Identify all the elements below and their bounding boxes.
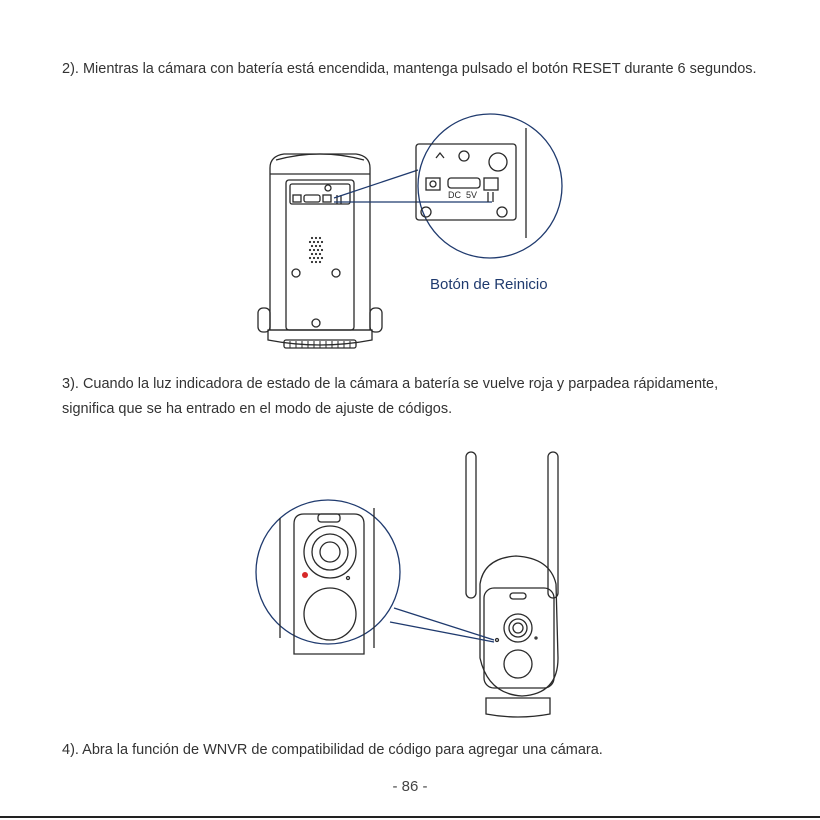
left-antenna [465, 451, 477, 599]
voltage-label: 5V [466, 190, 477, 200]
camera-front-diagram [255, 451, 559, 718]
step-4-text: 4). Abra la función de WNVR de compatibi… [62, 742, 603, 758]
page-number: - 86 - [392, 778, 428, 795]
status-light-magnified-circle [255, 499, 401, 645]
magnified-callout-circle [417, 113, 563, 259]
right-antenna [547, 451, 559, 599]
dc-port-label: DC [448, 190, 461, 200]
bottom-rule [0, 816, 820, 818]
camera-head-outline [479, 555, 559, 697]
speaker-grille [308, 236, 324, 264]
mount-base [267, 329, 373, 346]
camera-back-diagram: DC 5V [257, 113, 563, 349]
red-status-indicator-icon [302, 572, 308, 578]
camera-body-outline [269, 153, 371, 331]
reset-button-callout-label: Botón de Reinicio [430, 276, 548, 293]
step-2-text: 2). Mientras la cámara con batería está … [62, 61, 757, 77]
step-3-text: 3). Cuando la luz indicadora de estado d… [62, 376, 719, 417]
